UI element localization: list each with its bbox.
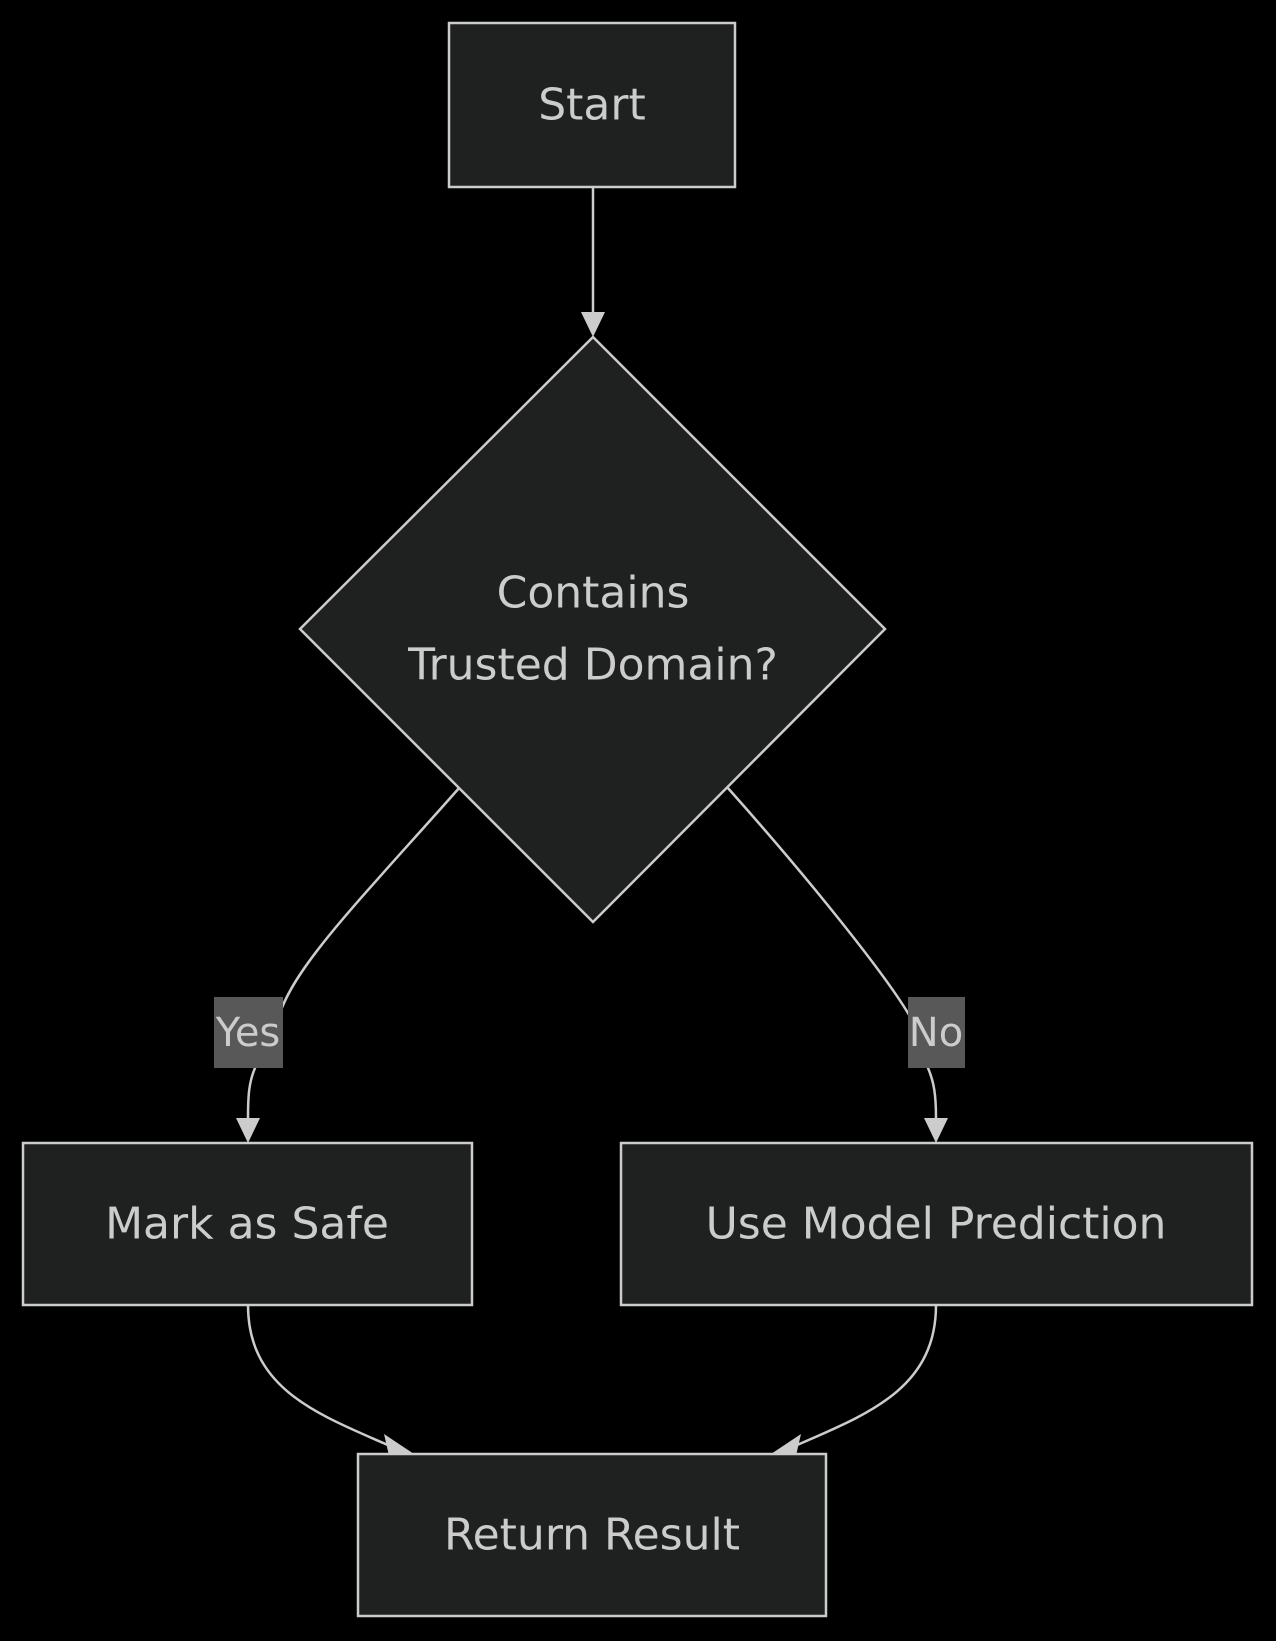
edge-label-no: No bbox=[908, 997, 965, 1068]
edge-label-no-text: No bbox=[909, 1010, 963, 1056]
arrow-head-mark-safe bbox=[236, 1118, 260, 1143]
edge-label-yes-text: Yes bbox=[215, 1010, 281, 1056]
arrow-head-use-model bbox=[924, 1118, 948, 1143]
node-mark-safe-label: Mark as Safe bbox=[105, 1199, 389, 1250]
node-use-model: Use Model Prediction bbox=[619, 1141, 1254, 1307]
edge-use-model-to-return bbox=[794, 1304, 938, 1448]
edge-decision-to-use-model bbox=[726, 786, 938, 1119]
node-return-result-label: Return Result bbox=[444, 1510, 740, 1561]
edge-decision-to-mark-safe bbox=[246, 786, 461, 1119]
node-mark-safe: Mark as Safe bbox=[21, 1141, 474, 1307]
edge-mark-safe-to-return bbox=[246, 1304, 391, 1448]
node-start: Start bbox=[447, 21, 737, 189]
node-decision-line2: Trusted Domain? bbox=[407, 640, 778, 691]
node-decision-line1: Contains bbox=[497, 568, 690, 619]
node-decision: Contains Trusted Domain? bbox=[298, 335, 887, 924]
node-start-label: Start bbox=[538, 80, 646, 131]
node-return-result: Return Result bbox=[356, 1452, 828, 1618]
arrow-head-decision bbox=[581, 312, 605, 337]
edge-label-yes: Yes bbox=[214, 997, 283, 1068]
node-use-model-label: Use Model Prediction bbox=[706, 1199, 1167, 1250]
